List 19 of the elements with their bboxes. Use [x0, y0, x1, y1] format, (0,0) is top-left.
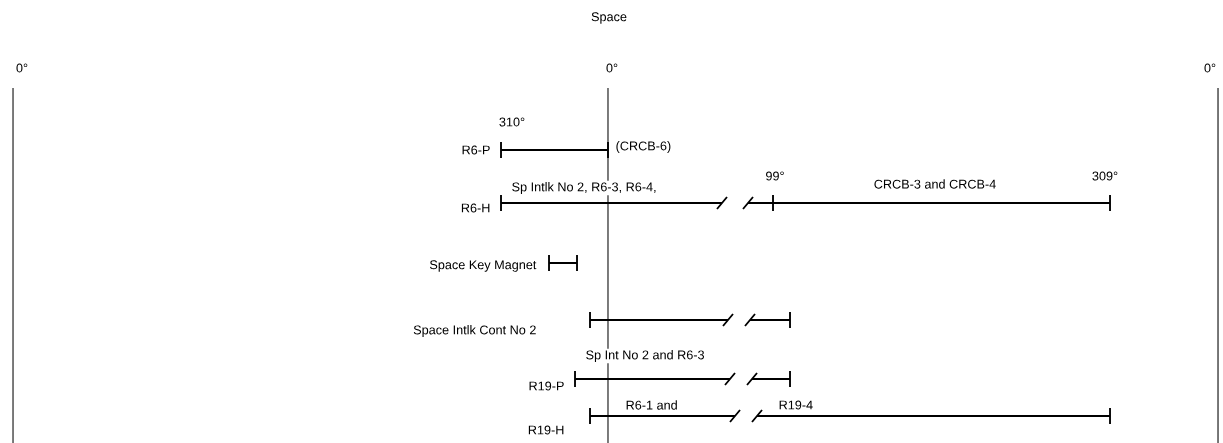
contact-label: R19-4 — [777, 399, 815, 411]
signal-label: Space Intlk Cont No 2 — [411, 323, 538, 339]
degree-label: 309° — [1090, 170, 1120, 182]
contact-label: Sp Intlk No 2, R6-3, R6-4, — [510, 180, 658, 196]
degree-label: 0° — [14, 62, 30, 74]
degree-label: 99° — [764, 170, 786, 182]
signal-label: R6-P — [460, 144, 492, 156]
contact-label: (CRCB-6) — [614, 139, 673, 155]
chart-title: Space — [589, 10, 629, 26]
degree-label: 0° — [1202, 62, 1218, 74]
signal-label: R19-P — [527, 380, 566, 392]
contact-label: Sp Int No 2 and R6-3 — [584, 348, 706, 364]
signal-label: R19-H — [526, 424, 566, 436]
contact-label: R6-1 and — [624, 399, 680, 411]
degree-label: 0° — [604, 62, 620, 74]
contact-label: CRCB-3 and CRCB-4 — [872, 178, 998, 190]
signal-label: Space Key Magnet — [428, 258, 538, 274]
signal-label: R6-H — [459, 202, 492, 214]
degree-label: 310° — [497, 116, 527, 128]
